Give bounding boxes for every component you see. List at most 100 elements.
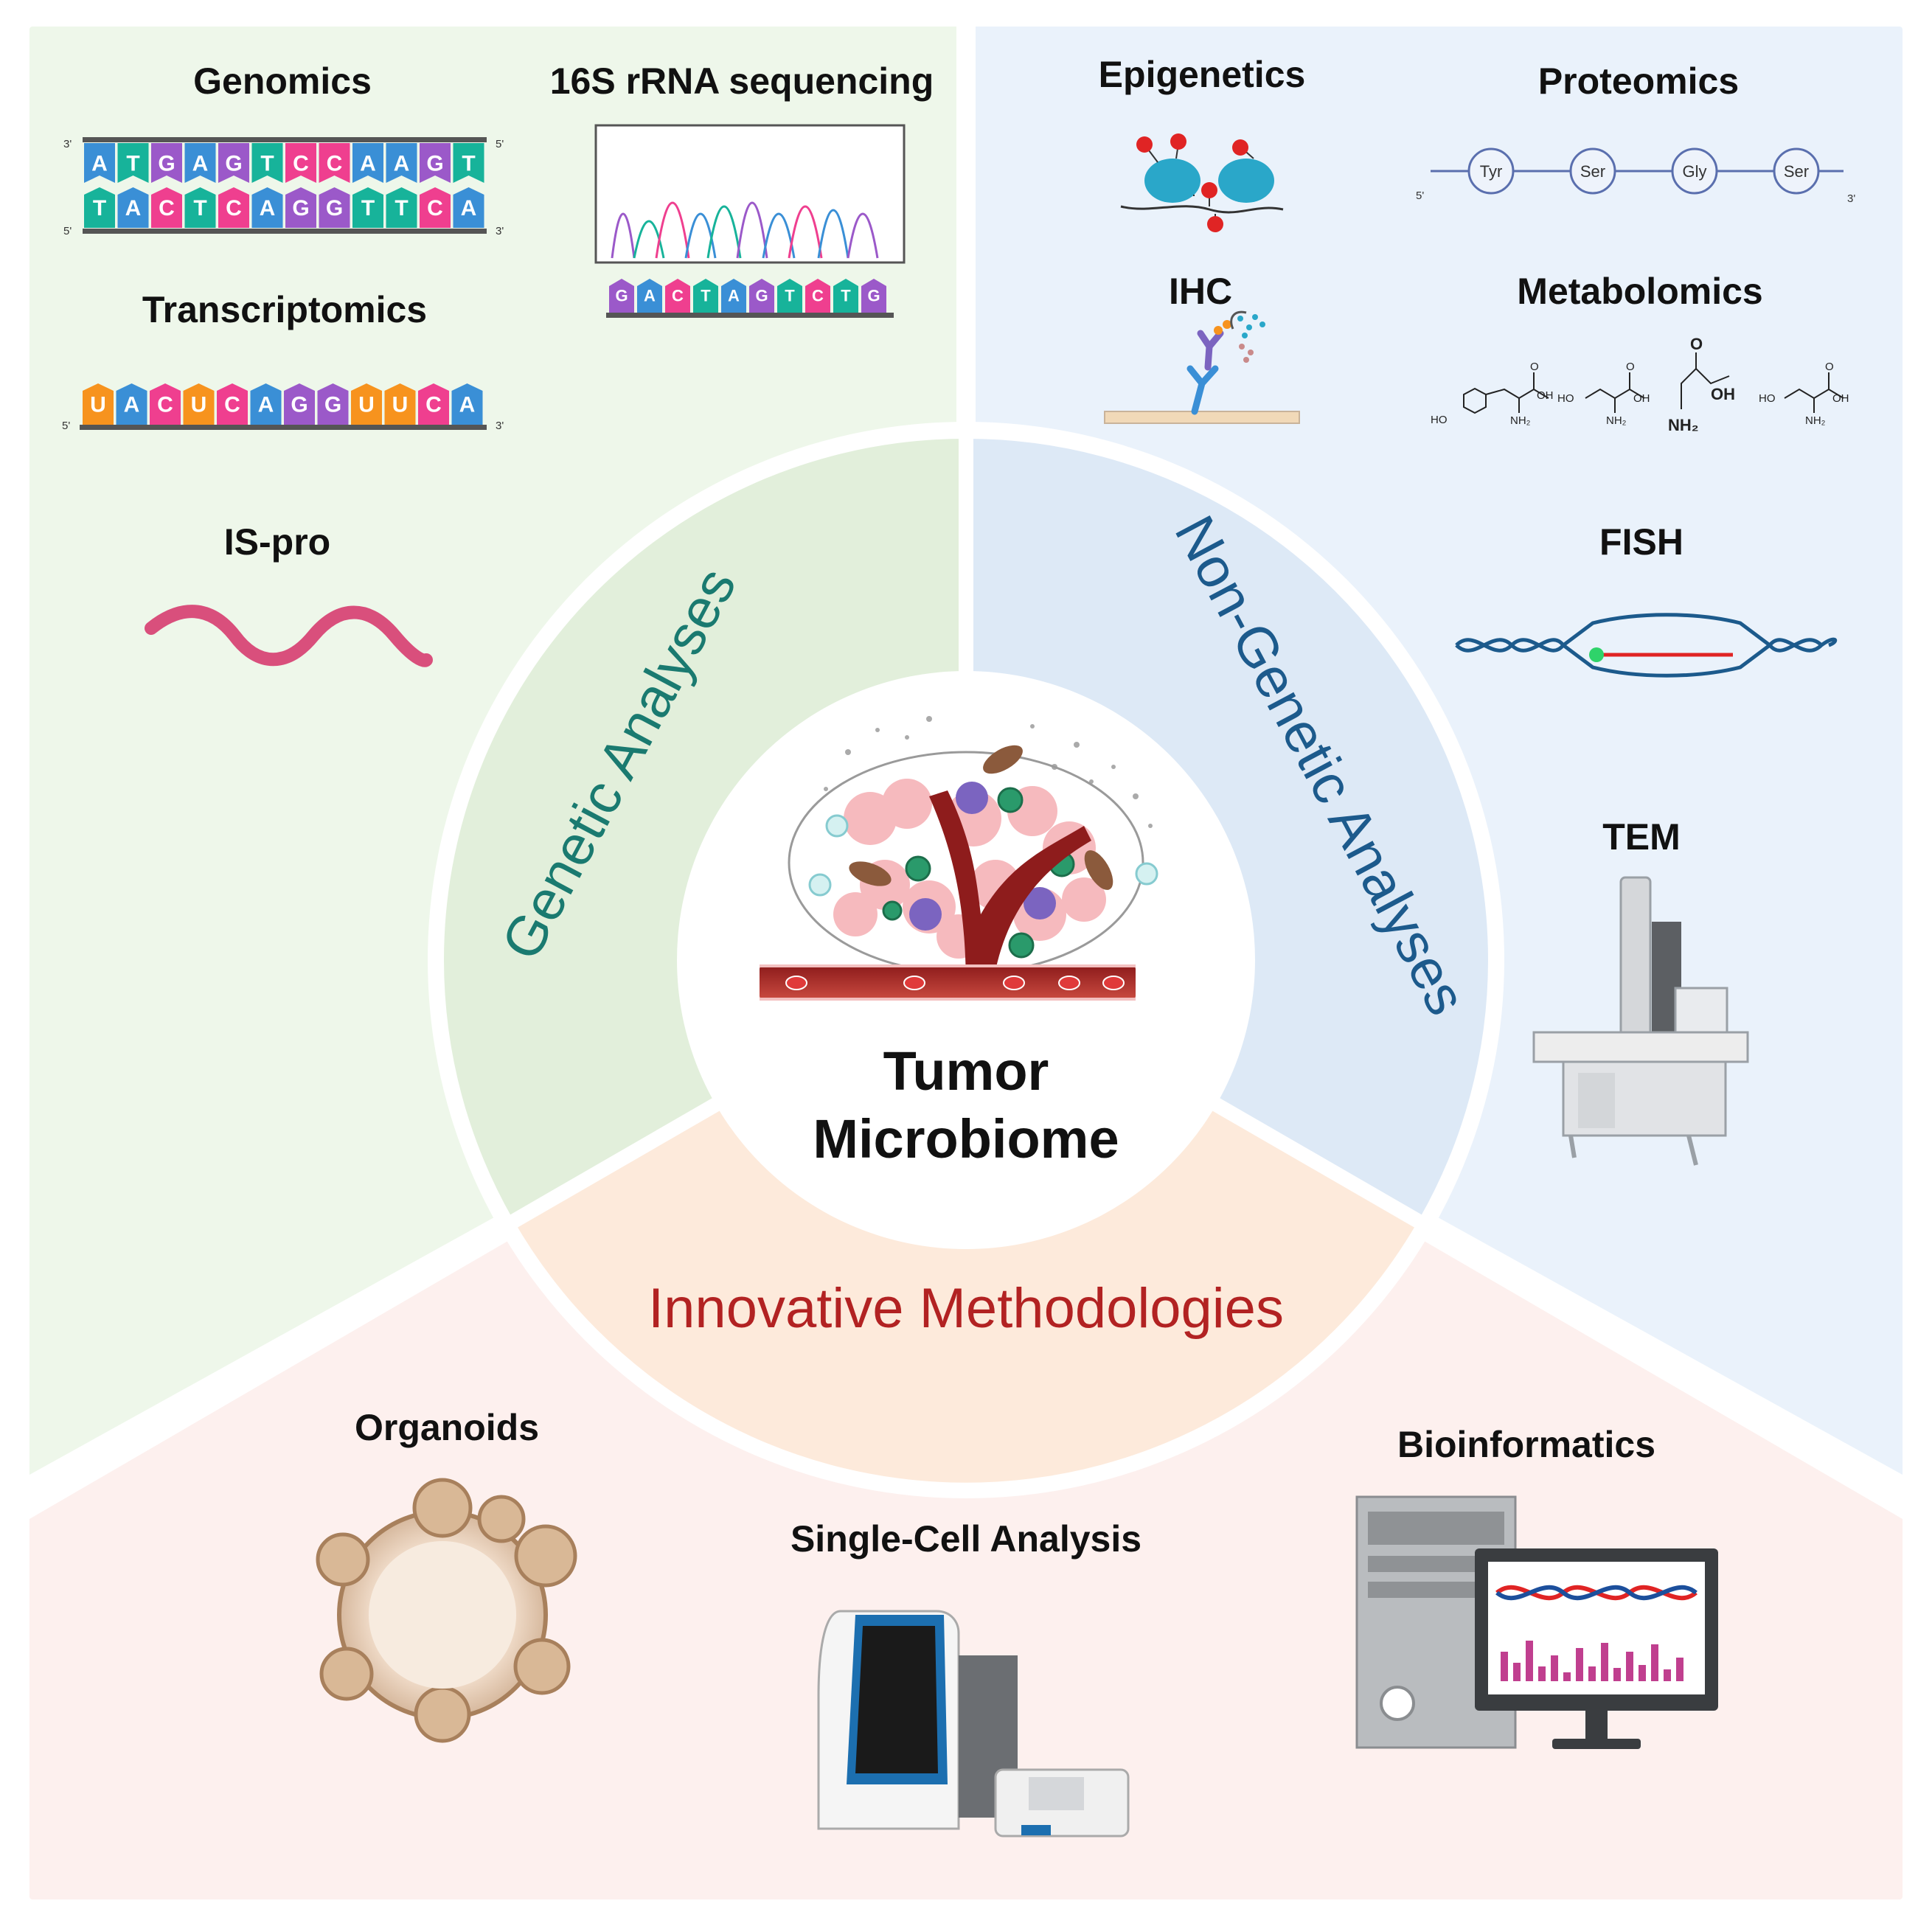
genomics-top-base-letter: C bbox=[327, 152, 343, 176]
genomics-bottom-base-letter: T bbox=[193, 196, 206, 220]
center-title-line2: Microbiome bbox=[813, 1108, 1119, 1169]
genomics-bottom-base-letter: A bbox=[260, 196, 276, 220]
genomics-bottom-base-letter: A bbox=[461, 196, 477, 220]
genomics-bottom-base-letter: T bbox=[93, 196, 106, 220]
amino-acid-label: Gly bbox=[1683, 162, 1707, 181]
bioinformatics-label: Bioinformatics bbox=[1397, 1424, 1655, 1465]
rrna-read-base-letter: G bbox=[615, 287, 628, 305]
computer-monitor-icon bbox=[1355, 1495, 1718, 1749]
genomics-bottom-base-tile bbox=[117, 187, 149, 228]
chem-nh2-1: NH₂ bbox=[1510, 414, 1531, 427]
organoids-label: Organoids bbox=[355, 1407, 539, 1448]
rna-base-letter: C bbox=[157, 393, 173, 417]
genomics-bottom-base-letter: G bbox=[326, 196, 343, 220]
single-cell-label: Single-Cell Analysis bbox=[790, 1518, 1142, 1560]
genomics-bottom-base-letter: C bbox=[427, 196, 443, 220]
rna-base-tile bbox=[317, 383, 349, 425]
genomics-top-base-tile bbox=[218, 143, 249, 183]
amino-acid-label: Ser bbox=[1784, 162, 1809, 181]
rna-base-tile bbox=[250, 383, 282, 425]
immune-cells-purple bbox=[909, 782, 1056, 931]
rna-base-tile bbox=[116, 383, 147, 425]
antibody-slide-icon bbox=[1104, 310, 1300, 424]
genomics-bottom-base-tile bbox=[319, 187, 350, 228]
is-pro-label: IS-pro bbox=[224, 521, 330, 563]
genomics-bottom-base-tile bbox=[420, 187, 451, 228]
rna-end-right: 3' bbox=[496, 420, 504, 432]
genomics-top-base-letter: T bbox=[260, 152, 274, 176]
genomics-bottom-base-tile bbox=[453, 187, 484, 228]
rrna-read-base-tile bbox=[777, 279, 802, 313]
fish-dna-probe-icon bbox=[1455, 613, 1838, 678]
genomics-top-base-tile bbox=[117, 143, 149, 183]
genomics-top-base-letter: A bbox=[192, 152, 209, 176]
rrna-read-base-letter: C bbox=[812, 287, 824, 305]
genomics-end-top-right: 5' bbox=[496, 138, 504, 150]
genomics-bottom-base-tile bbox=[251, 187, 283, 228]
genomics-end-bottom-left: 5' bbox=[63, 225, 72, 237]
genomics-bottom-base-tile bbox=[184, 187, 216, 228]
blood-vessel-branch bbox=[929, 790, 1091, 992]
tumor-cells bbox=[833, 779, 1106, 959]
chem-o-1: O bbox=[1530, 361, 1539, 373]
genomics-top-base-tile bbox=[184, 143, 216, 183]
chem-ho-2: HO bbox=[1557, 392, 1574, 405]
rrna-read-base-letter: T bbox=[785, 287, 795, 305]
genomics-bottom-base-tile bbox=[352, 187, 383, 228]
ihc-label: IHC bbox=[1169, 271, 1232, 312]
genomics-bottom-base-tile bbox=[151, 187, 182, 228]
genomics-top-base-letter: T bbox=[462, 152, 475, 176]
rna-base-letter: U bbox=[358, 393, 375, 417]
rrna-read-base-letter: A bbox=[644, 287, 656, 305]
rrna-read-base-tile bbox=[833, 279, 858, 313]
rna-base-letter: U bbox=[392, 393, 409, 417]
metabolite-structures-icon bbox=[1463, 352, 1844, 414]
chem-nh2-4: NH₂ bbox=[1805, 414, 1826, 427]
genomics-bottom-base-letter: C bbox=[159, 196, 175, 220]
rrna-read-base-letter: C bbox=[672, 287, 684, 305]
genomics-top-base-letter: G bbox=[426, 152, 443, 176]
metabolite-labels: HO OH O NH₂ HO OH O NH₂ OH O NH₂ HO OH O… bbox=[1431, 335, 1849, 434]
rna-base-tile bbox=[418, 383, 449, 425]
rrna-read-base-letter: T bbox=[841, 287, 851, 305]
rrna-read-base-letter: G bbox=[755, 287, 768, 305]
histogram-bars bbox=[1501, 1641, 1683, 1681]
amino-acid-circle bbox=[1671, 147, 1718, 195]
rrna-read-base-letter: T bbox=[701, 287, 711, 305]
organoid-icon bbox=[316, 1478, 577, 1743]
rna-base-tile bbox=[183, 383, 215, 425]
rrna-read-base-tile bbox=[609, 279, 634, 313]
amino-acid-label: Ser bbox=[1580, 162, 1605, 181]
genomics-top-base-tile bbox=[386, 143, 417, 183]
rrna-read-base-tile bbox=[693, 279, 718, 313]
amino-acid-circle bbox=[1467, 147, 1515, 195]
genomics-top-base-tile bbox=[285, 143, 316, 183]
organoid-lumen bbox=[369, 1541, 516, 1689]
rna-base-tile bbox=[451, 383, 483, 425]
genomics-top-base-letter: C bbox=[293, 152, 309, 176]
genomics-bottom-base-letter: G bbox=[292, 196, 309, 220]
rna-base-letter: G bbox=[291, 393, 307, 417]
genomics-end-bottom-right: 3' bbox=[496, 225, 504, 237]
chem-o-4: O bbox=[1825, 361, 1834, 373]
is-pro-wave-icon bbox=[145, 605, 433, 667]
genomics-top-base-tile bbox=[251, 143, 283, 183]
genomics-top-base-letter: T bbox=[126, 152, 139, 176]
rna-base-letter: A bbox=[124, 393, 140, 417]
rrna-read-base-tile bbox=[861, 279, 886, 313]
rna-base-letter: U bbox=[90, 393, 106, 417]
chem-ho-1: HO bbox=[1431, 414, 1448, 426]
transcriptomics-label: Transcriptomics bbox=[142, 289, 427, 330]
rna-base-tile bbox=[217, 383, 248, 425]
tumor-particles bbox=[824, 716, 1153, 828]
rna-base-tile bbox=[83, 383, 114, 425]
chem-ho-4: HO bbox=[1759, 392, 1776, 405]
rna-base-letter: C bbox=[425, 393, 442, 417]
rna-base-tile bbox=[384, 383, 416, 425]
rna-base-letter: G bbox=[324, 393, 341, 417]
